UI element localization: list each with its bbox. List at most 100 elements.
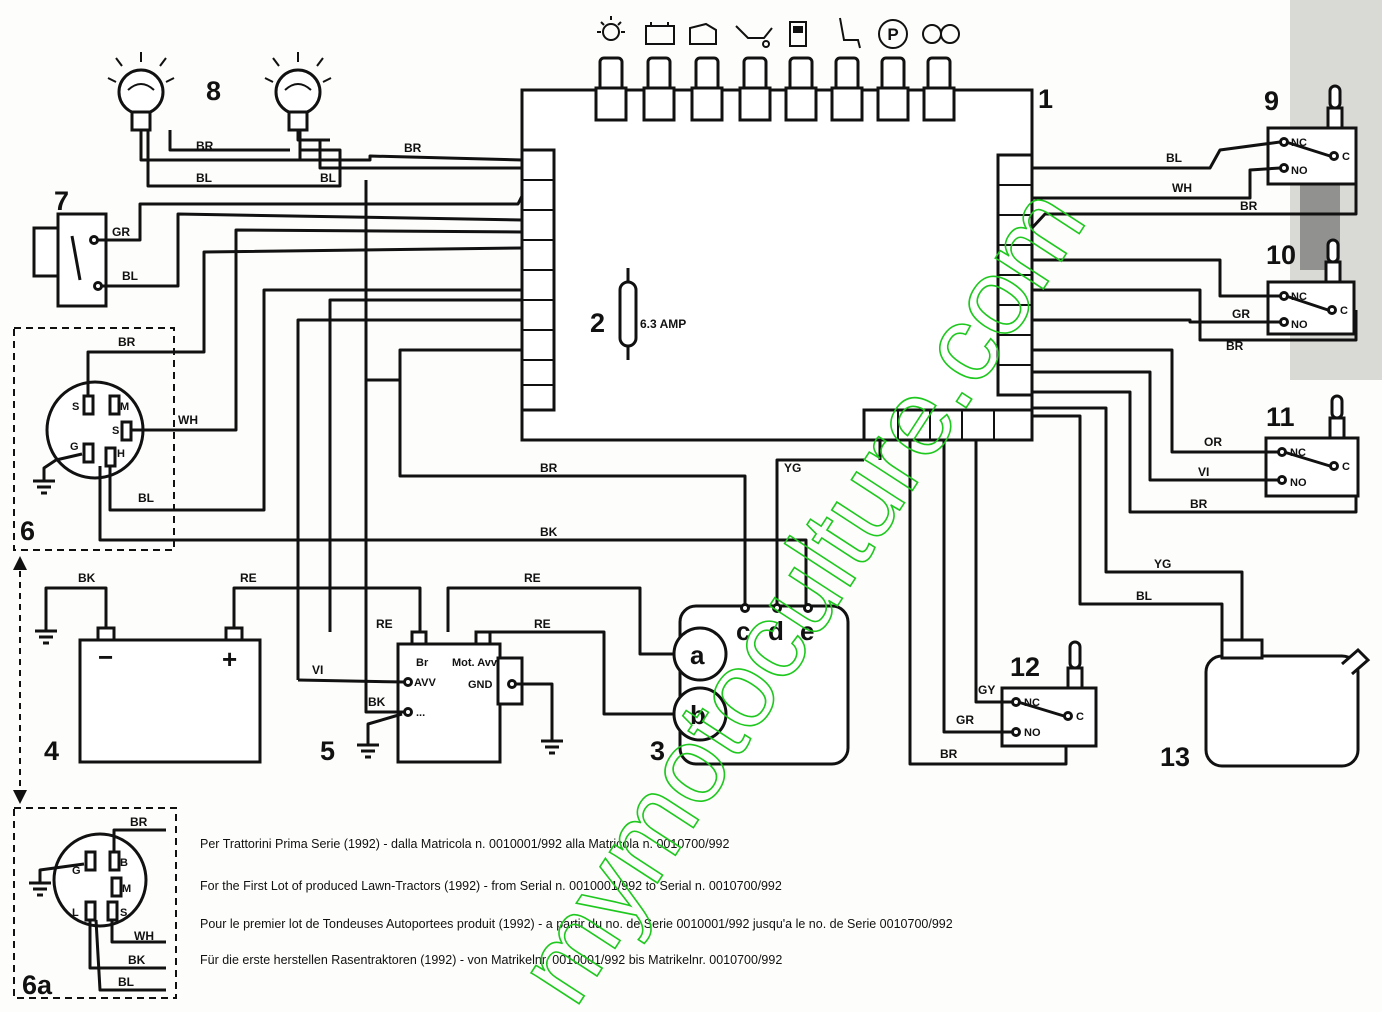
svg-text:RE: RE <box>376 617 393 631</box>
svg-text:GY: GY <box>978 683 995 697</box>
note-de: Für die erste herstellen Rasentraktoren … <box>200 953 782 967</box>
svg-text:e: e <box>800 616 814 646</box>
wire-label: BK <box>78 571 96 585</box>
wire-6a-br <box>112 828 166 852</box>
ground-icon-battery <box>35 586 108 645</box>
svg-text:S: S <box>120 907 127 919</box>
ignition-switch: S M S G H <box>45 380 145 480</box>
label-3: 3 <box>650 736 665 766</box>
svg-text:GR: GR <box>112 225 130 239</box>
svg-text:BK: BK <box>540 525 558 539</box>
svg-text:RE: RE <box>240 571 257 585</box>
lamp-icon <box>597 16 625 41</box>
svg-text:C: C <box>1342 461 1350 473</box>
svg-text:NO: NO <box>1291 165 1308 177</box>
label-1: 1 <box>1038 84 1053 114</box>
wire-label: BR <box>130 815 148 829</box>
switch-7 <box>32 212 108 308</box>
svg-text:S: S <box>112 425 119 437</box>
notes: Per Trattorini Prima Serie (1992) - dall… <box>200 837 953 967</box>
svg-text:S: S <box>72 401 79 413</box>
svg-text:+: + <box>222 644 237 674</box>
svg-text:WH: WH <box>1172 181 1192 195</box>
starter-solenoid: Br AVV Mot. Avv GND ... <box>396 630 524 764</box>
label-8: 8 <box>206 76 221 106</box>
svg-text:BR: BR <box>540 461 558 475</box>
svg-text:NO: NO <box>1024 727 1041 739</box>
svg-text:BR: BR <box>404 141 422 155</box>
label-13: 13 <box>1160 742 1190 772</box>
switch-11: NC NO C <box>1264 394 1360 498</box>
fuel-tank <box>1204 638 1371 768</box>
wire-6a-wh <box>110 920 166 944</box>
svg-text:GR: GR <box>1232 307 1250 321</box>
starter-motor: a b c d e <box>672 603 850 766</box>
switch-10: NC NO C <box>1266 238 1356 336</box>
svg-text:H: H <box>117 448 125 460</box>
blade-icon <box>922 24 960 44</box>
svg-text:Br: Br <box>416 657 429 669</box>
svg-text:C: C <box>1076 711 1084 723</box>
svg-text:BR: BR <box>196 139 214 153</box>
parking-brake-icon: P <box>878 19 908 49</box>
label-6a: 6a <box>22 970 53 1000</box>
svg-text:GR: GR <box>956 713 974 727</box>
svg-text:BR: BR <box>1190 497 1208 511</box>
svg-text:OR: OR <box>1204 435 1222 449</box>
svg-text:NO: NO <box>1290 477 1307 489</box>
label-6: 6 <box>20 516 35 546</box>
label-4: 4 <box>44 736 59 766</box>
switch-9: NC NO C <box>1266 84 1358 186</box>
label-11: 11 <box>1266 402 1295 432</box>
ground-icon-gnd <box>514 682 563 755</box>
wire-6a-bl <box>94 919 166 992</box>
ignition-switch-6a: G B M L S <box>52 832 148 928</box>
svg-text:VI: VI <box>312 663 323 677</box>
svg-text:BR: BR <box>1226 339 1244 353</box>
svg-text:BL: BL <box>1136 589 1152 603</box>
svg-text:...: ... <box>416 707 425 719</box>
ignition-6a-frame <box>13 807 177 999</box>
svg-text:P: P <box>887 25 898 44</box>
svg-text:b: b <box>690 700 706 730</box>
label-7: 7 <box>54 186 69 216</box>
battery: − + <box>78 626 262 764</box>
svg-text:c: c <box>736 616 750 646</box>
ground-icon-solenoid <box>357 712 403 759</box>
note-en: For the First Lot of produced Lawn-Tract… <box>200 879 782 893</box>
label-9: 9 <box>1264 86 1279 116</box>
svg-text:WH: WH <box>178 413 198 427</box>
label-10: 10 <box>1266 240 1296 270</box>
svg-text:NO: NO <box>1291 319 1308 331</box>
svg-text:BL: BL <box>320 171 336 185</box>
svg-text:M: M <box>120 401 129 413</box>
svg-text:C: C <box>1342 151 1350 163</box>
ground-icon <box>33 452 83 495</box>
oil-level-icon <box>735 25 773 48</box>
panel-left-connector <box>520 148 556 412</box>
svg-text:NC: NC <box>1291 137 1307 149</box>
note-fr: Pour le premier lot de Tondeuses Autopor… <box>200 917 953 931</box>
note-it: Per Trattorini Prima Serie (1992) - dall… <box>200 837 730 851</box>
svg-text:G: G <box>70 441 79 453</box>
lamp-left <box>107 52 175 132</box>
oil-can-icon <box>689 22 717 45</box>
svg-text:BK: BK <box>368 695 386 709</box>
seat-icon <box>839 17 861 49</box>
variant-arrow <box>13 556 27 804</box>
ground-icon-6a <box>29 862 85 897</box>
svg-text:Mot. Avv: Mot. Avv <box>452 657 498 669</box>
svg-text:NC: NC <box>1024 697 1040 709</box>
svg-text:BR: BR <box>940 747 958 761</box>
svg-text:YG: YG <box>1154 557 1171 571</box>
wire-6a-bk <box>88 920 166 970</box>
wire-label: WH <box>134 929 154 943</box>
control-panel-box <box>520 88 1034 442</box>
svg-text:BL: BL <box>1166 151 1182 165</box>
svg-text:NC: NC <box>1291 291 1307 303</box>
svg-text:C: C <box>1340 305 1348 317</box>
indicator-sockets <box>594 56 956 122</box>
ignition-frame <box>13 327 175 551</box>
svg-text:RE: RE <box>524 571 541 585</box>
